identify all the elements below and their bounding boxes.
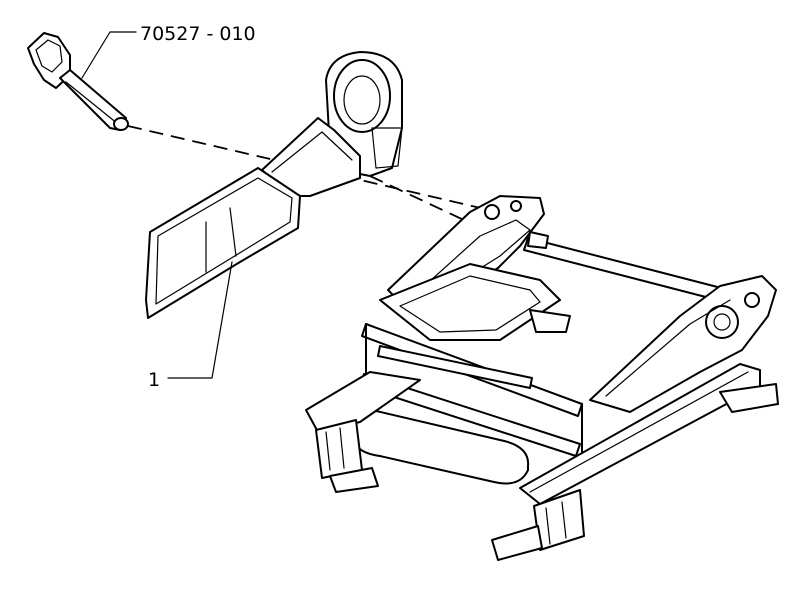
item-1-leader [167, 261, 233, 379]
item-1-label: 1 [148, 369, 160, 391]
part-number-label: 70527 - 010 [140, 23, 256, 45]
part-number-leader [81, 31, 137, 79]
recliner-handle [27, 32, 129, 131]
seat-frame [305, 195, 779, 561]
side-trim-cover [145, 51, 403, 319]
